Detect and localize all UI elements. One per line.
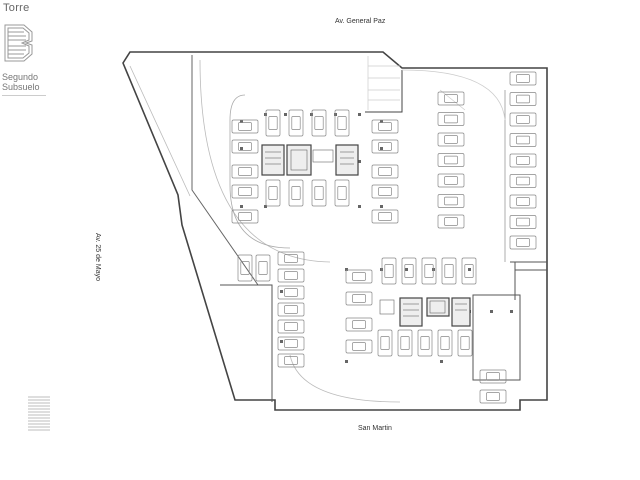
car-stall-icon [509,194,537,209]
car-stall-icon [509,174,537,188]
car-stall-icon [417,329,433,357]
car-stall-icon [277,268,305,283]
inner-wall-2 [129,65,191,197]
car-stall-icon [509,153,537,168]
car-stall-icon [334,109,350,137]
car-stall-icon [401,257,417,285]
lower-right-wall [510,261,547,300]
car-stall-icon [265,109,281,137]
ramp-arc-right [401,69,506,121]
upper-wall [365,70,403,113]
ramp-arc-mid [229,94,291,249]
car-stall-icon [311,179,327,207]
car-stall-icon [288,109,304,137]
ramp-arc-lower [289,354,401,403]
level-label-line2: Subsuelo [2,82,40,92]
car-stall-icon [277,285,305,300]
level-label: Segundo Subsuelo [2,72,40,92]
car-stall-icon [345,339,373,354]
car-stall-icon [437,132,465,147]
ramp-wall [220,284,273,402]
car-stall-icon [277,319,305,334]
car-stall-icon [437,153,465,167]
car-stall-icon [461,257,477,285]
car-stall-icon [277,302,305,317]
car-stall-icon [441,257,457,285]
car-stall-icon [334,179,350,207]
car-stall-icon [345,269,373,284]
car-stall-icon [437,112,465,126]
car-stall-icon [437,91,465,106]
car-stall-icon [255,254,271,282]
car-stall-icon [509,71,537,86]
car-stall-icon [231,139,259,154]
car-stall-icon [479,369,507,384]
car-stall-icon [231,209,259,224]
car-stall-icon [509,92,537,106]
car-stall-icon [509,133,537,147]
car-stall-icon [345,291,373,306]
street-label-bottom: San Martin [358,425,392,432]
car-stall-icon [371,209,399,224]
car-stall-icon [437,194,465,208]
car-stall-icon [277,353,305,368]
car-stall-icon [509,112,537,127]
upper-core [261,144,359,176]
car-stall-icon [381,257,397,285]
car-stall-icon [371,119,399,134]
stacked-levels-icon [28,396,50,431]
car-stall-icon [277,336,305,351]
car-stall-icon [509,215,537,229]
car-stall-icon [231,119,259,134]
car-stall-icon [277,251,305,266]
car-stall-icon [509,235,537,250]
upper-core-detail [265,149,354,171]
car-stall-icon [371,184,399,199]
car-stall-icon [311,109,327,137]
inner-wall [191,55,259,286]
car-stall-icon [371,164,399,179]
car-stall-icon [231,184,259,199]
car-stall-icon [345,317,373,332]
building-outline [122,51,548,411]
parking-stalls [231,71,537,404]
car-stall-icon [421,257,437,285]
car-stall-icon [265,179,281,207]
car-stall-icon [288,179,304,207]
car-stall-icon [479,389,507,404]
lower-core-detail [379,299,467,317]
lower-core [399,297,471,327]
street-label-top: Av. General Paz [335,18,386,25]
car-stall-icon [231,164,259,179]
legend-panel: Torre Segundo Subsuelo [0,0,56,480]
level-label-line1: Segundo [2,72,39,82]
car-stall-icon [437,173,465,188]
car-stall-icon [237,254,253,282]
car-stall-icon [437,329,453,357]
car-stall-icon [371,139,399,154]
tower-title: Torre [3,2,30,14]
lower-right-block [472,294,521,381]
car-stall-icon [437,214,465,229]
car-stall-icon [377,329,393,357]
legend-divider [2,95,46,96]
car-stall-icon [457,329,473,357]
tower-letter-mark [4,24,33,62]
car-stall-icon [397,329,413,357]
entry-ramp [367,56,466,111]
